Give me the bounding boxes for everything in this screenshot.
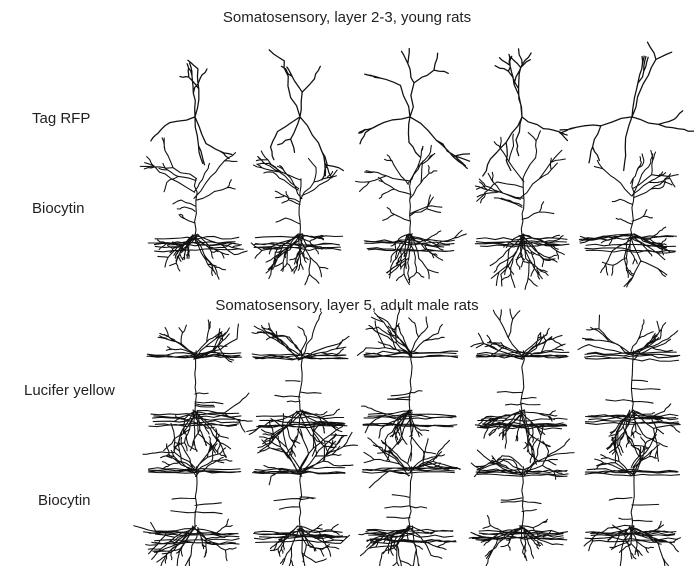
neuron-tracing-row4-col4 [468,424,575,566]
neuron-tracing-row2-col2 [250,150,344,286]
dendrite-path [474,130,570,290]
dendrite-path [559,41,694,172]
dendrite-path [250,150,344,286]
neuron-tracing-row1-col5 [559,41,694,172]
neuron-tracing-row4-col3 [358,437,461,566]
dendrite-path [268,49,344,181]
neuron-tracing-row1-col4 [482,48,569,177]
dendrite-path [133,422,242,566]
neuron-tracing-row3-col3 [356,307,459,467]
row-label-tag-rfp: Tag RFP [32,110,91,127]
dendrite-path [482,48,569,177]
neuron-tracing-row3-col4 [470,308,570,465]
row-label-lucifer-yellow: Lucifer yellow [24,382,115,399]
neuron-tracing-row1-col1 [150,59,233,166]
dendrite-path [577,314,681,462]
row-label-biocytin-adult: Biocytin [38,492,91,509]
neuron-tracing-row3-col1 [146,319,253,457]
neuron-tracing-row3-col2 [246,311,350,461]
dendrite-path [578,150,679,288]
neuron-tracing-row2-col4 [474,130,570,290]
section-title-layer-2-3: Somatosensory, layer 2-3, young rats [222,9,472,26]
neuron-tracing-row4-col1 [133,422,242,566]
dendrite-path [358,437,461,566]
neuron-tracing-row4-col5 [583,433,681,566]
neuron-tracing-row2-col1 [139,137,248,280]
dendrite-path [139,137,248,280]
dendrite-path [470,308,570,465]
neuron-tracing-row3-col5 [577,314,681,462]
dendrite-path [583,433,681,566]
dendrite-path [252,413,359,566]
dendrite-path [150,59,233,166]
neuron-tracing-row4-col2 [252,413,359,566]
dendrite-path [468,424,575,566]
section-title-layer-5: Somatosensory, layer 5, adult male rats [215,297,479,314]
neuron-tracing-row2-col5 [578,150,679,288]
row-label-biocytin-young: Biocytin [32,200,85,217]
dendrite-path [355,145,467,285]
dendrite-path [356,307,459,467]
dendrite-path [146,319,253,457]
neuron-tracing-row1-col2 [268,49,344,181]
neuron-tracing-row2-col3 [355,145,467,285]
dendrite-path [358,47,471,170]
neuron-tracing-row1-col3 [358,47,471,170]
